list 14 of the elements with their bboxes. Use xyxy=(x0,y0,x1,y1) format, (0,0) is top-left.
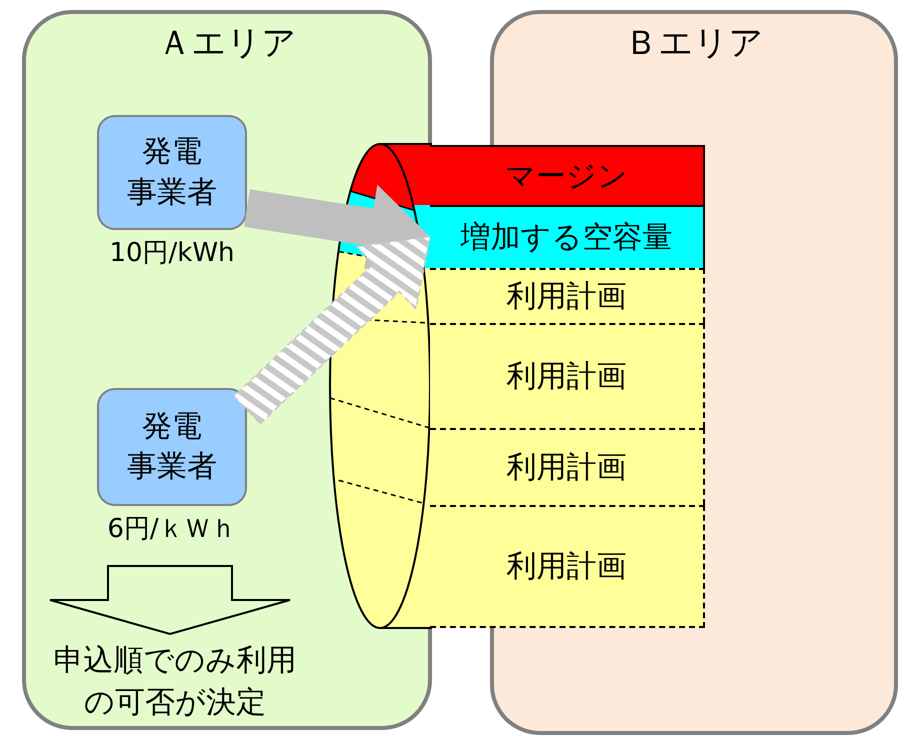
note-text: 申込順でのみ利用の可否が決定 xyxy=(40,640,310,730)
area-title: Ｂエリア xyxy=(624,22,764,64)
price-label: 10円/kWh xyxy=(108,237,236,270)
area-title: Ａエリア xyxy=(156,22,298,64)
capacity-band: 利用計画 xyxy=(430,428,705,505)
block-arrow xyxy=(244,184,430,270)
capacity-band: 利用計画 xyxy=(430,505,705,628)
generator-box: 発電事業者 xyxy=(97,388,247,506)
block-arrow xyxy=(49,565,291,636)
capacity-band: 利用計画 xyxy=(430,323,705,428)
generator-box: 発電事業者 xyxy=(97,115,247,230)
price-label: 6円/ｋＷｈ xyxy=(106,513,238,546)
capacity-band: 利用計画 xyxy=(430,268,705,323)
striped-block-arrow xyxy=(232,236,431,425)
